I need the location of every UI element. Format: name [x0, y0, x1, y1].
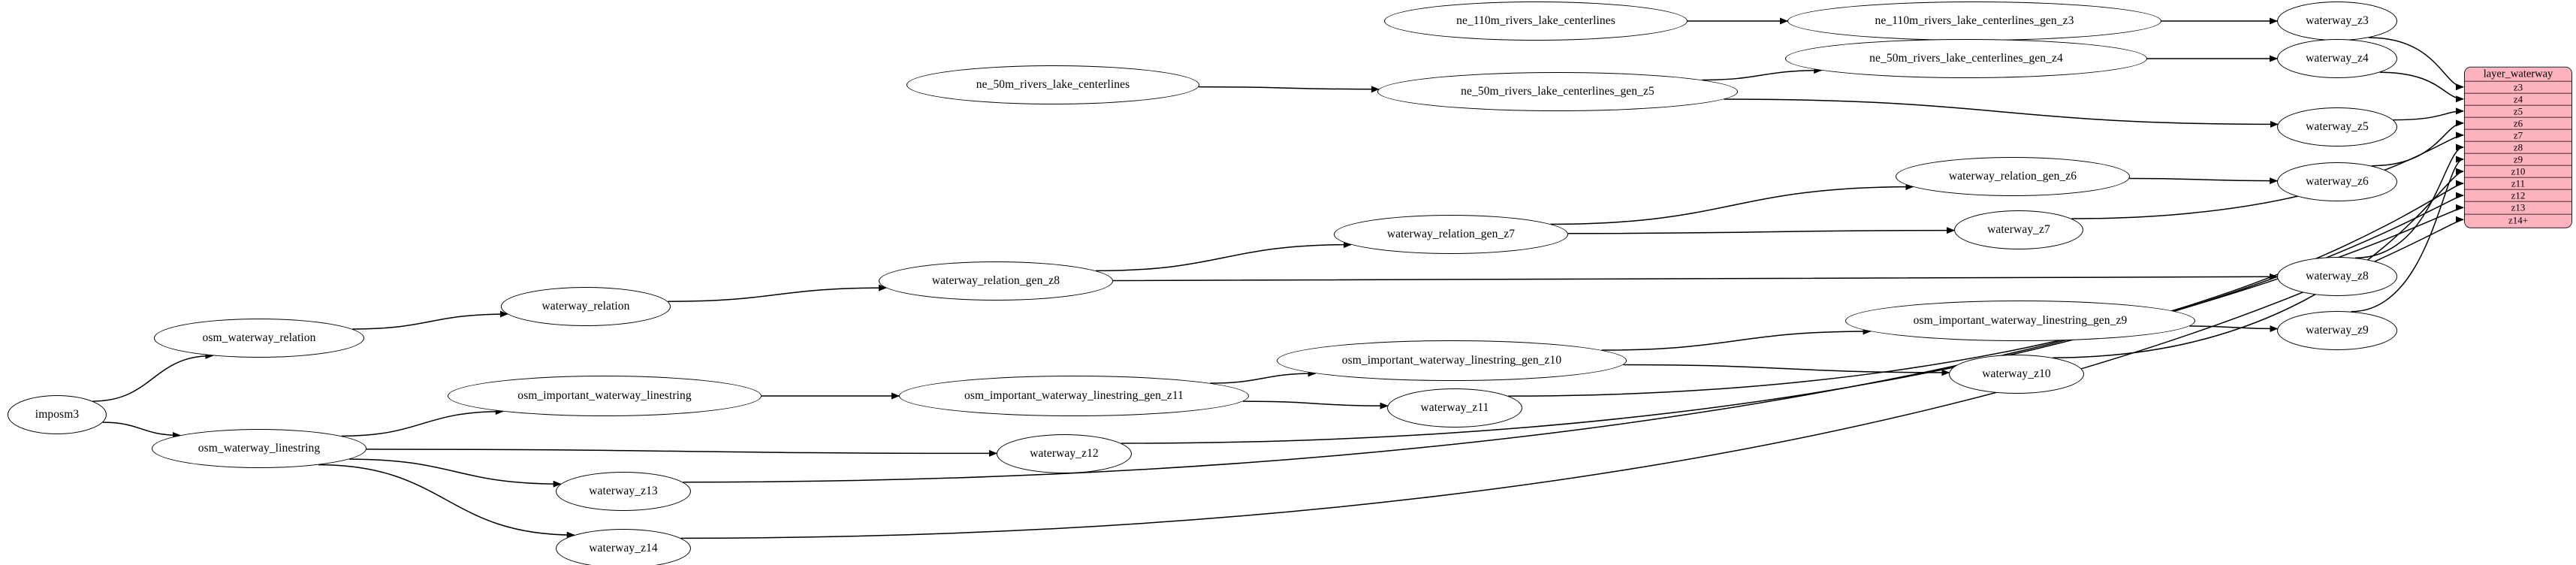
graph-edge-waterway_z8-to-layer_waterway-z8 [2355, 144, 2464, 258]
record-row-z3[interactable]: z3 [2465, 81, 2571, 94]
graph-edge-waterway_relation_gen_z8-to-waterway_z8 [1112, 273, 2278, 282]
graph-node-label: ne_50m_rivers_lake_centerlines_gen_z5 [1461, 85, 1654, 98]
graph-node-label: ne_50m_rivers_lake_centerlines_gen_z4 [1869, 52, 2063, 65]
graph-node-waterway_z3[interactable]: waterway_z3 [2277, 2, 2397, 41]
record-row-z4[interactable]: z4 [2465, 93, 2571, 106]
graph-node-waterway_relation_gen_z6[interactable]: waterway_relation_gen_z6 [1896, 157, 2130, 196]
graph-node-osm_waterway_relation[interactable]: osm_waterway_relation [154, 319, 364, 358]
graph-node-osm_important_waterway_linestring_gen_z10[interactable]: osm_important_waterway_linestring_gen_z1… [1277, 340, 1627, 381]
graph-node-waterway_z13[interactable]: waterway_z13 [556, 472, 691, 511]
graph-edge-osm_waterway_relation-to-waterway_relation [352, 310, 508, 330]
graph-node-label: waterway_relation_gen_z8 [931, 274, 1060, 288]
graph-node-label: waterway_z13 [589, 485, 658, 498]
graph-edge-waterway_z5-to-layer_waterway-z5 [2393, 107, 2464, 121]
graph-node-label: waterway_z3 [2306, 14, 2369, 28]
record-row-z10[interactable]: z10 [2465, 166, 2571, 179]
graph-edge-osm_important_waterway_linestring_gen_z10-to-waterway_z10 [1623, 364, 1950, 376]
graph-node-label: osm_waterway_linestring [198, 442, 321, 455]
graph-node-label: osm_important_waterway_linestring_gen_z1… [1341, 354, 1562, 367]
graph-node-waterway_z7[interactable]: waterway_z7 [1954, 210, 2083, 249]
graph-node-waterway_z11[interactable]: waterway_z11 [1387, 388, 1522, 428]
record-row-z13[interactable]: z13 [2465, 202, 2571, 215]
graph-node-label: waterway_z10 [1982, 367, 2051, 381]
graph-edge-osm_important_waterway_linestring_gen_z10-to-osm_important_waterway_linestring_gen_z9 [1601, 328, 1872, 351]
graph-node-waterway_relation_gen_z8[interactable]: waterway_relation_gen_z8 [879, 261, 1113, 301]
graph-edge-osm_important_waterway_linestring_gen_z9-to-waterway_z9 [2189, 325, 2279, 333]
record-row-z12[interactable]: z12 [2465, 190, 2571, 203]
graph-node-osm_important_waterway_linestring_gen_z9[interactable]: osm_important_waterway_linestring_gen_z9 [1845, 301, 2195, 341]
graph-node-waterway_relation[interactable]: waterway_relation [501, 287, 671, 326]
graph-node-label: waterway_relation [541, 300, 630, 313]
graph-node-label: waterway_z11 [1420, 401, 1489, 415]
graph-node-ne_50m_rivers_lake_centerlines_gen_z4[interactable]: ne_50m_rivers_lake_centerlines_gen_z4 [1785, 39, 2147, 78]
graph-node-label: ne_110m_rivers_lake_centerlines [1456, 14, 1615, 28]
graph-edge-waterway_relation_gen_z6-to-waterway_z6 [2129, 177, 2279, 185]
record-row-z5[interactable]: z5 [2465, 105, 2571, 118]
record-row-z11[interactable]: z11 [2465, 178, 2571, 191]
graph-edge-ne_50m_rivers_lake_centerlines_gen_z5-to-ne_50m_rivers_lake_centerlines_gen_z4 [1702, 67, 1823, 81]
graph-node-label: waterway_z14 [589, 542, 658, 555]
graph-node-label: ne_50m_rivers_lake_centerlines [976, 78, 1130, 92]
graph-node-waterway_relation_gen_z7[interactable]: waterway_relation_gen_z7 [1334, 215, 1568, 254]
record-row-z9[interactable]: z9 [2465, 153, 2571, 167]
record-row-z8[interactable]: z8 [2465, 141, 2571, 154]
graph-node-label: waterway_z12 [1030, 447, 1099, 461]
graph-edge-waterway_z13-to-layer_waterway-z13 [683, 204, 2464, 483]
record-header: layer_waterway [2465, 67, 2571, 82]
graph-node-osm_waterway_linestring[interactable]: osm_waterway_linestring [152, 429, 366, 468]
graph-node-label: waterway_z5 [2306, 120, 2369, 134]
graph-edge-waterway_z7-to-layer_waterway-z7 [2071, 131, 2464, 219]
graph-edge-imposm3-to-osm_waterway_linestring [102, 421, 181, 439]
graph-edge-osm_waterway_linestring-to-waterway_z13 [349, 458, 562, 488]
graph-node-label: waterway_z7 [1987, 223, 2050, 237]
graph-node-label: ne_110m_rivers_lake_centerlines_gen_z3 [1875, 14, 2074, 28]
graph-edge-waterway_relation-to-waterway_relation_gen_z8 [668, 284, 887, 302]
graph-node-waterway_z5[interactable]: waterway_z5 [2277, 107, 2397, 147]
graph-node-waterway_z9[interactable]: waterway_z9 [2277, 311, 2397, 350]
graph-node-ne_110m_rivers_lake_centerlines_gen_z3[interactable]: ne_110m_rivers_lake_centerlines_gen_z3 [1787, 2, 2161, 41]
graph-edge-ne_50m_rivers_lake_centerlines-to-ne_50m_rivers_lake_centerlines_gen_z5 [1199, 86, 1380, 93]
graph-node-label: waterway_relation_gen_z7 [1386, 228, 1516, 241]
graph-node-waterway_z10[interactable]: waterway_z10 [1949, 355, 2084, 394]
graph-node-label: waterway_z4 [2306, 52, 2369, 65]
graph-edge-osm_waterway_linestring-to-waterway_z14 [318, 464, 575, 539]
graph-node-ne_110m_rivers_lake_centerlines[interactable]: ne_110m_rivers_lake_centerlines [1384, 2, 1688, 41]
graph-edge-waterway_relation_gen_z8-to-waterway_relation_gen_z7 [1095, 241, 1353, 272]
graph-edge-waterway_relation_gen_z7-to-waterway_z7 [1567, 227, 1956, 234]
graph-node-label: waterway_z6 [2306, 175, 2369, 189]
graph-edge-osm_important_waterway_linestring_gen_z11-to-osm_important_waterway_linestring_gen_z10 [1210, 370, 1317, 384]
graph-node-waterway_z12[interactable]: waterway_z12 [997, 434, 1132, 473]
graph-node-imposm3[interactable]: imposm3 [8, 395, 107, 434]
graph-edge-imposm3-to-osm_waterway_relation [92, 352, 214, 402]
graph-node-label: imposm3 [35, 408, 80, 421]
graph-node-label: osm_important_waterway_linestring [517, 389, 692, 403]
graph-node-label: waterway_relation_gen_z6 [1948, 170, 2077, 183]
graph-edge-waterway_z4-to-layer_waterway-z4 [2379, 71, 2464, 103]
graph-node-label: waterway_z9 [2306, 324, 2369, 337]
graph-node-waterway_z6[interactable]: waterway_z6 [2277, 162, 2397, 201]
record-row-z14plus[interactable]: z14+ [2465, 214, 2571, 227]
record-row-z7[interactable]: z7 [2465, 129, 2571, 142]
graph-edge-osm_important_waterway_linestring_gen_z11-to-waterway_z11 [1242, 400, 1389, 409]
graph-edge-osm_waterway_linestring-to-waterway_z12 [366, 449, 998, 457]
graph-node-label: waterway_z8 [2306, 270, 2369, 283]
graph-edge-osm_waterway_linestring-to-osm_important_waterway_linestring [341, 408, 504, 437]
graph-node-waterway_z4[interactable]: waterway_z4 [2277, 39, 2397, 78]
graph-node-label: osm_important_waterway_linestring_gen_z1… [964, 389, 1184, 403]
graph-node-ne_50m_rivers_lake_centerlines_gen_z5[interactable]: ne_50m_rivers_lake_centerlines_gen_z5 [1377, 72, 1738, 111]
graph-node-ne_50m_rivers_lake_centerlines[interactable]: ne_50m_rivers_lake_centerlines [906, 65, 1199, 104]
edge-group [92, 17, 2464, 539]
graph-node-osm_important_waterway_linestring[interactable]: osm_important_waterway_linestring [448, 376, 762, 416]
graph-edge-ne_50m_rivers_lake_centerlines_gen_z5-to-waterway_z5 [1724, 98, 2279, 128]
graph-edge-waterway_relation_gen_z7-to-waterway_relation_gen_z6 [1550, 183, 1914, 225]
record-row-z6[interactable]: z6 [2465, 117, 2571, 130]
graph-node-osm_important_waterway_linestring_gen_z11[interactable]: osm_important_waterway_linestring_gen_z1… [899, 376, 1249, 416]
graph-node-label: osm_waterway_relation [202, 331, 316, 345]
graph-node-waterway_z14[interactable]: waterway_z14 [556, 529, 691, 565]
graph-node-label: osm_important_waterway_linestring_gen_z9 [1913, 314, 2128, 328]
graph-edge-waterway_z12-to-layer_waterway-z12 [1121, 192, 2464, 444]
graph-node-waterway_z8[interactable]: waterway_z8 [2277, 257, 2397, 296]
